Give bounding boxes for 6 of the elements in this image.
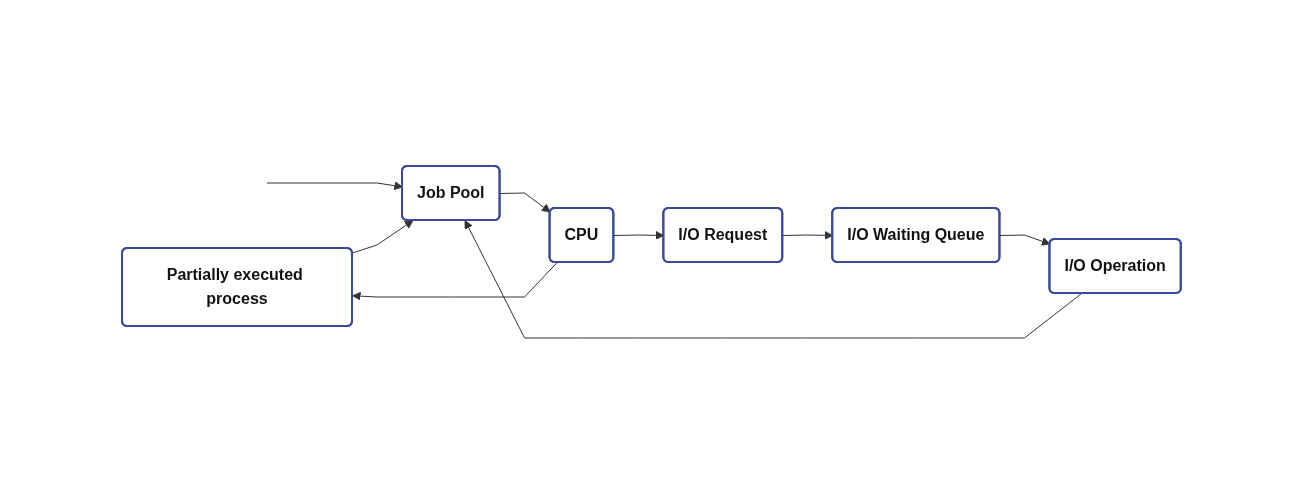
node-text: Partially executed process <box>166 265 303 307</box>
arrow <box>351 261 558 301</box>
arrow <box>499 192 551 212</box>
arrow <box>351 219 413 253</box>
arrow <box>999 234 1050 246</box>
arrow <box>464 219 1082 338</box>
